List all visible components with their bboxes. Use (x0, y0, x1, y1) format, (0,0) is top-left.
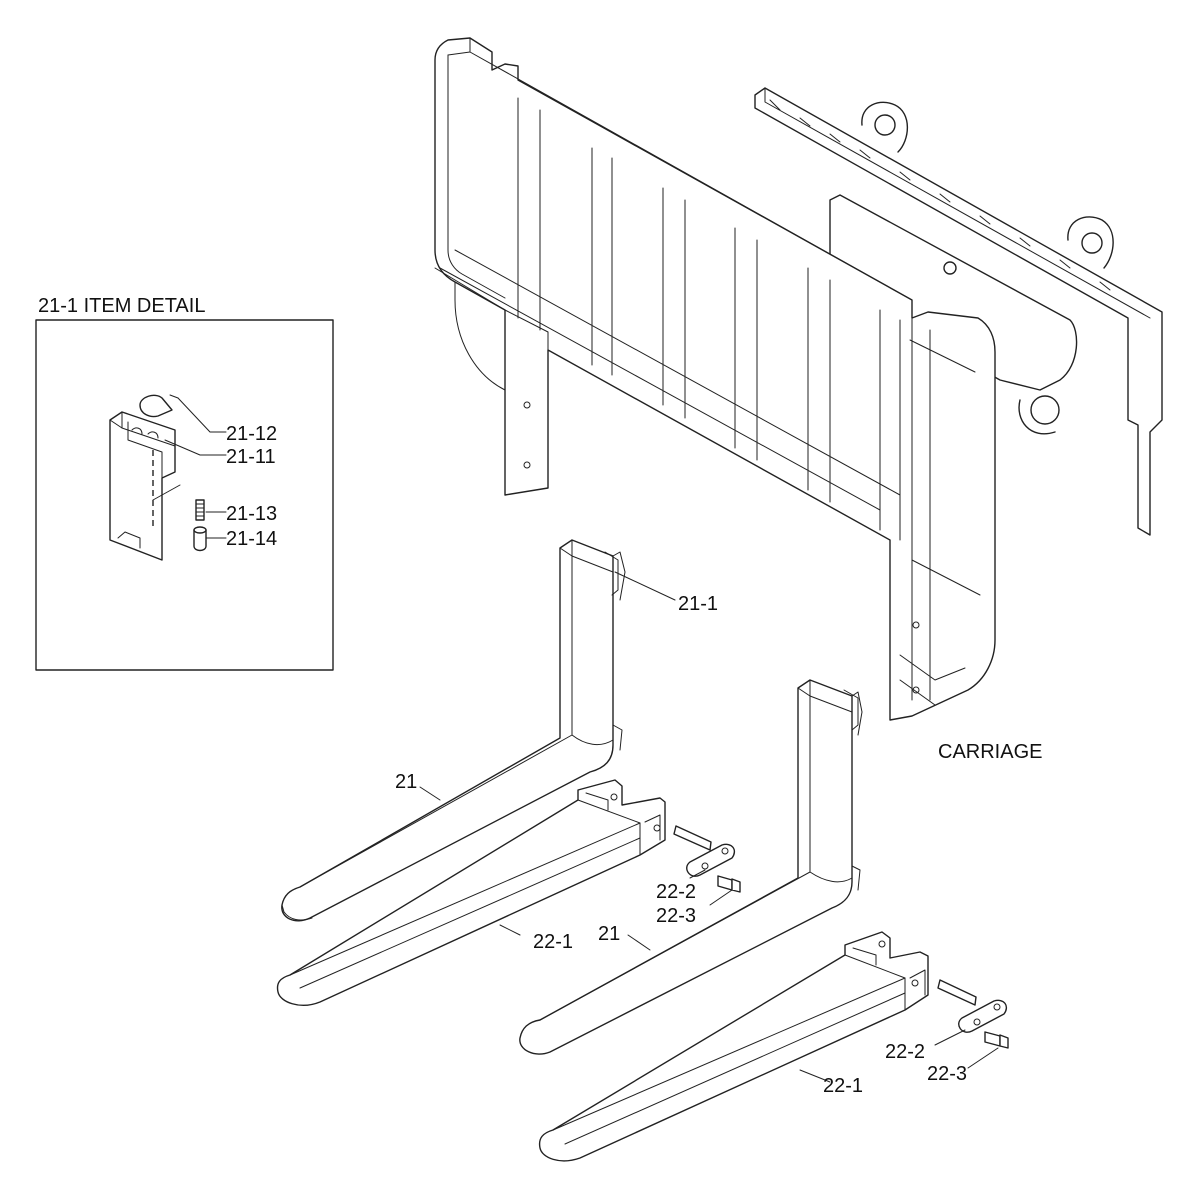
label-21-1: 21-1 (678, 593, 718, 615)
detail-fork-hook (109, 411, 181, 561)
carriage-frame (434, 37, 996, 721)
detail-stopper-part (139, 394, 179, 418)
label-21-left: 21 (395, 771, 417, 793)
label-22-3-left: 22-3 (656, 905, 696, 927)
detail-box-title: 21-1 ITEM DETAIL (38, 295, 205, 317)
pin-left (673, 825, 712, 851)
detail-bolt-part (193, 526, 207, 552)
carriage-backplate (754, 87, 1163, 536)
label-21-14: 21-14 (226, 528, 277, 550)
label-21-12: 21-12 (226, 423, 277, 445)
label-21-11: 21-11 (226, 446, 276, 468)
plate-left (686, 843, 736, 877)
fork-right (519, 679, 863, 1055)
fork-extension-right (538, 931, 929, 1162)
plate-right (958, 999, 1008, 1033)
leader-lines (419, 571, 999, 1083)
detail-spring-part (195, 499, 205, 521)
label-22-3-right: 22-3 (927, 1063, 967, 1085)
label-21-13: 21-13 (226, 503, 277, 525)
part-labels: CARRIAGE 21-1 21 22-2 22-3 22-1 21 22-2 … (395, 593, 1042, 1097)
detail-box-frame (35, 319, 334, 671)
label-22-2-right: 22-2 (885, 1041, 925, 1063)
item-detail-box: 21-1 ITEM DETAIL 21-12 21-11 (35, 295, 334, 671)
pin-right (937, 979, 977, 1006)
label-21-right: 21 (598, 923, 620, 945)
label-22-1-left: 22-1 (533, 931, 573, 953)
fork-extension-left (276, 779, 666, 1006)
bolt-left (717, 875, 741, 893)
label-carriage: CARRIAGE (938, 741, 1042, 763)
fork-left (281, 539, 626, 922)
carriage-assembly (434, 37, 1163, 721)
bolt-right (984, 1031, 1009, 1049)
label-22-1-right: 22-1 (823, 1075, 863, 1097)
label-22-2-left: 22-2 (656, 881, 696, 903)
